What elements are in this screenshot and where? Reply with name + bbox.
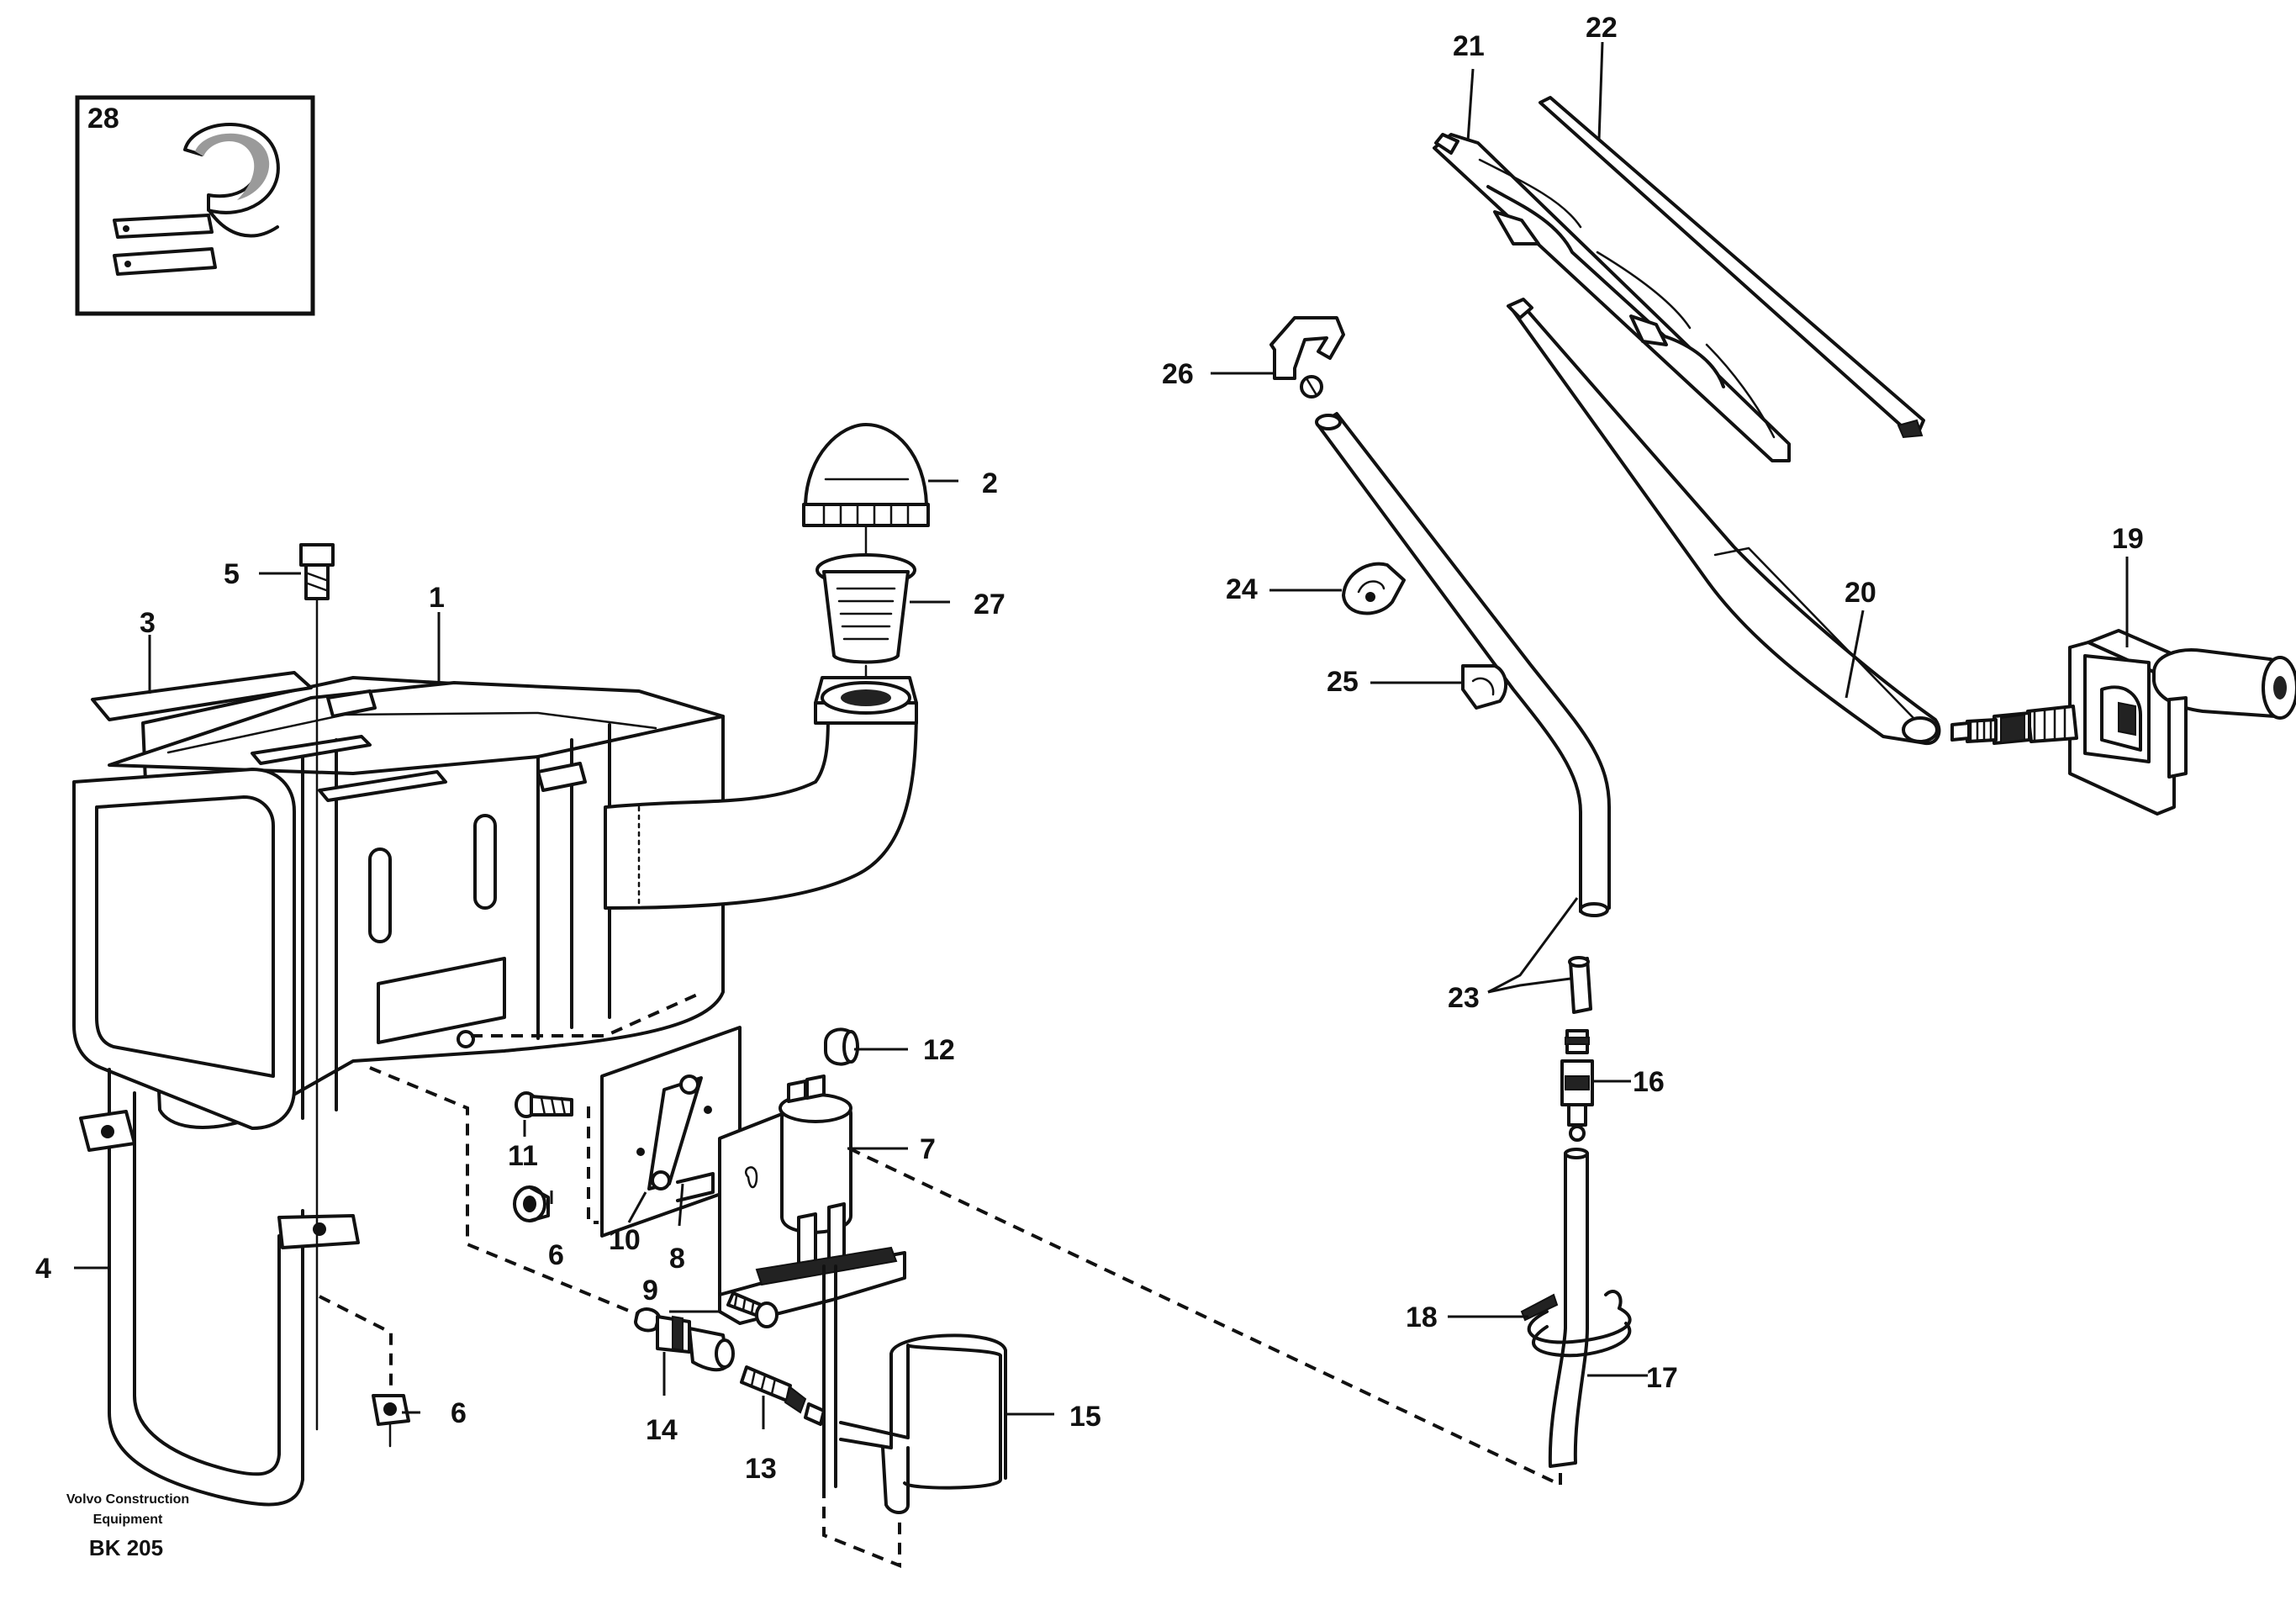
- callout-26: 26: [1162, 358, 1194, 390]
- nozzle-part-14: [634, 1307, 735, 1372]
- callout-21: 21: [1453, 30, 1485, 62]
- callout-18: 18: [1406, 1301, 1438, 1333]
- callout-24: 24: [1226, 573, 1258, 605]
- screw-part-9: [726, 1291, 779, 1328]
- callout-3: 3: [140, 607, 156, 639]
- filler-cap-part-2: [802, 423, 930, 527]
- wiper-arm-part-20: [1507, 298, 1941, 746]
- callout-13: 13: [745, 1453, 777, 1485]
- callout-10: 10: [609, 1224, 641, 1256]
- clip-part-25: [1461, 664, 1508, 710]
- hose-part-17: [1548, 1148, 1589, 1468]
- inset-hose-clip: [75, 95, 315, 316]
- callout-6-lower: 6: [451, 1397, 467, 1429]
- callout-14: 14: [646, 1414, 678, 1446]
- pipe-part-23: [1315, 412, 1611, 1014]
- washer-pump-part-7: [718, 1074, 906, 1488]
- mounting-plate-part-8: [600, 1026, 742, 1238]
- callout-12: 12: [923, 1034, 955, 1066]
- callout-1: 1: [429, 582, 445, 614]
- callout-5: 5: [224, 558, 240, 590]
- plug-part-12: [824, 1027, 859, 1066]
- callout-4: 4: [35, 1253, 51, 1285]
- callout-25: 25: [1327, 666, 1359, 698]
- wiper-blade-part-21: [1433, 133, 1791, 462]
- wiper-motor-part-19: [1950, 629, 2296, 816]
- hose-part-15: [822, 1333, 1007, 1568]
- callout-9: 9: [642, 1275, 658, 1307]
- callout-17: 17: [1646, 1362, 1678, 1394]
- check-valve-part-16: [1560, 1029, 1594, 1142]
- connector-part-13: [740, 1365, 826, 1426]
- callout-2: 2: [982, 467, 998, 499]
- nut-part-6-lower: [319, 1295, 410, 1448]
- drawing-code: BK 205: [89, 1535, 163, 1560]
- washer-reservoir: [72, 676, 918, 1130]
- screw-part-11: [515, 1091, 573, 1118]
- callout-27: 27: [974, 589, 1005, 620]
- callout-19: 19: [2112, 523, 2144, 555]
- reservoir-strap: [79, 1068, 360, 1507]
- publisher-line-1: Volvo Construction: [66, 1492, 189, 1507]
- callout-16: 16: [1633, 1066, 1665, 1098]
- leader-lines: [74, 41, 2129, 1429]
- callout-6-upper: 6: [548, 1239, 564, 1271]
- callout-23: 23: [1448, 982, 1480, 1014]
- bracket-part-26: [1269, 316, 1345, 399]
- hose-clamp-part-18: [1520, 1290, 1632, 1358]
- clip-part-24: [1342, 562, 1406, 615]
- callout-8: 8: [669, 1243, 685, 1275]
- callout-20: 20: [1845, 577, 1876, 609]
- callout-15: 15: [1069, 1401, 1101, 1433]
- bolt-part-5: [299, 543, 335, 1431]
- callout-11: 11: [508, 1140, 538, 1172]
- callout-7: 7: [920, 1133, 936, 1165]
- strainer-part-27: [815, 524, 916, 679]
- pad-part-3: [91, 671, 313, 721]
- callout-28: 28: [87, 103, 119, 135]
- wiper-rubber-part-22: [1539, 96, 1925, 439]
- grommet-part-6-upper: [513, 1185, 550, 1222]
- publisher-line-2: Equipment: [93, 1513, 163, 1527]
- callout-22: 22: [1586, 12, 1618, 44]
